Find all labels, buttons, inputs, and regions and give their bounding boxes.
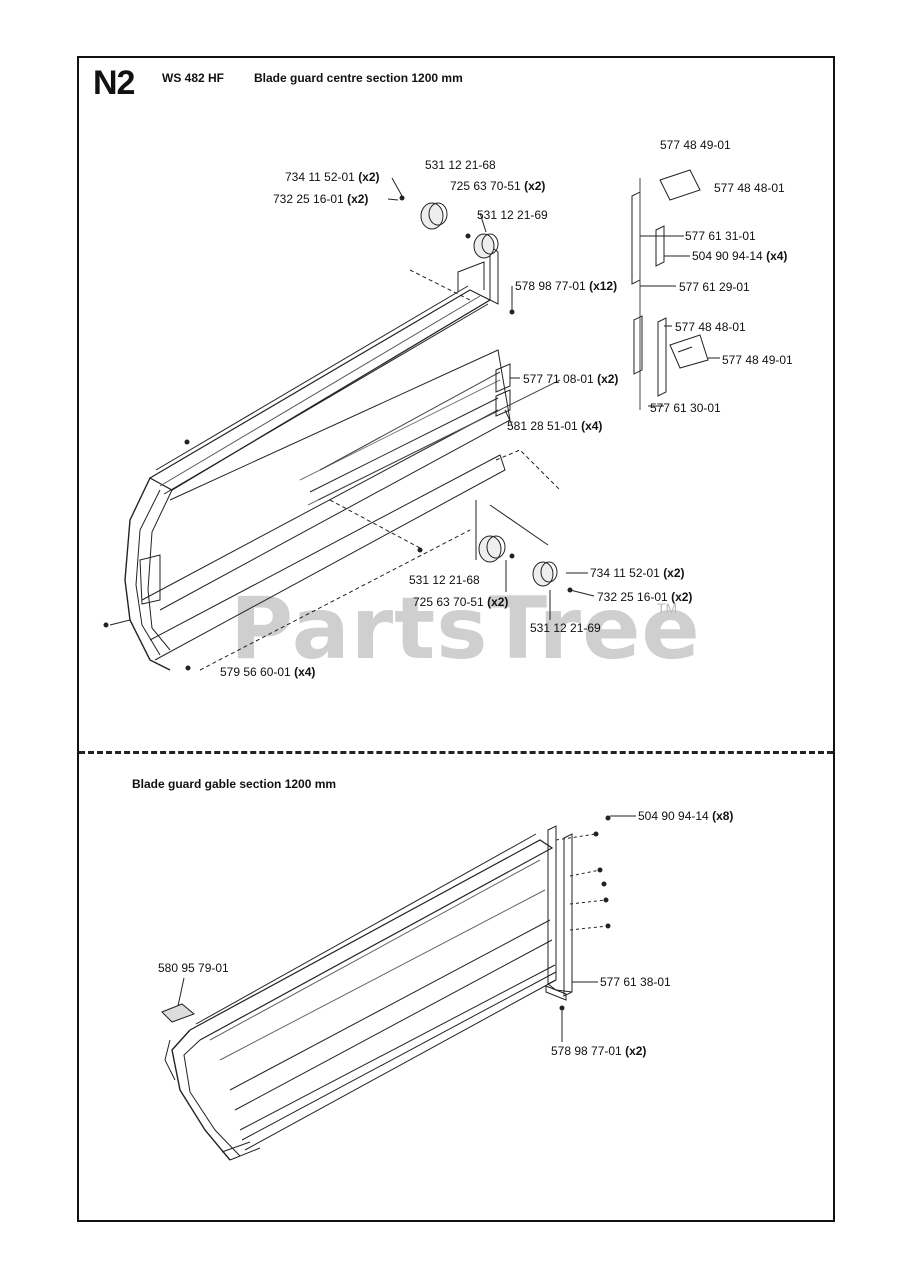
part-label: 581 28 51-01 (x4) [507, 419, 603, 433]
part-label: 531 12 21-68 [425, 158, 496, 172]
part-label: 577 48 48-01 [714, 181, 785, 195]
part-label: 577 48 48-01 [675, 320, 746, 334]
leader-lines-bottom [177, 815, 636, 1042]
watermark: PartsTree [230, 579, 701, 679]
part-label: 732 25 16-01 (x2) [273, 192, 369, 206]
gable-section-guard [161, 815, 611, 1161]
part-label: 577 48 49-01 [660, 138, 731, 152]
model-name: WS 482 HF [162, 71, 225, 85]
part-label: 577 61 38-01 [600, 975, 671, 989]
part-label: 577 61 31-01 [685, 229, 756, 243]
diagram-frame [77, 56, 835, 1222]
part-label: 725 63 70-51 (x2) [413, 595, 509, 609]
part-label: 579 56 60-01 (x4) [220, 665, 316, 679]
part-label: 577 61 30-01 [650, 401, 721, 415]
watermark-tm: TM [657, 600, 678, 616]
title-gable-section: Blade guard gable section 1200 mm [132, 777, 337, 791]
part-label: 531 12 21-68 [409, 573, 480, 587]
title-centre-section: Blade guard centre section 1200 mm [254, 71, 463, 85]
part-label: 577 61 29-01 [679, 280, 750, 294]
part-label: 504 90 94-14 (x4) [692, 249, 788, 263]
section-divider [79, 751, 833, 754]
leader-lines-top [387, 177, 720, 620]
part-label: 531 12 21-69 [477, 208, 548, 222]
part-label: 725 63 70-51 (x2) [450, 179, 546, 193]
part-label: 577 48 49-01 [722, 353, 793, 367]
part-label: 578 98 77-01 (x2) [551, 1044, 647, 1058]
part-label: 578 98 77-01 (x12) [515, 279, 618, 293]
centre-section-guard [103, 169, 709, 671]
part-label: 734 11 52-01 (x2) [285, 170, 380, 184]
part-label: 734 11 52-01 (x2) [590, 566, 685, 580]
part-label: 732 25 16-01 (x2) [597, 590, 693, 604]
section-code: N2 [93, 64, 135, 102]
part-label: 580 95 79-01 [158, 961, 229, 975]
part-label: 577 71 08-01 (x2) [523, 372, 619, 386]
part-label: 504 90 94-14 (x8) [638, 809, 734, 823]
part-label: 531 12 21-69 [530, 621, 601, 635]
